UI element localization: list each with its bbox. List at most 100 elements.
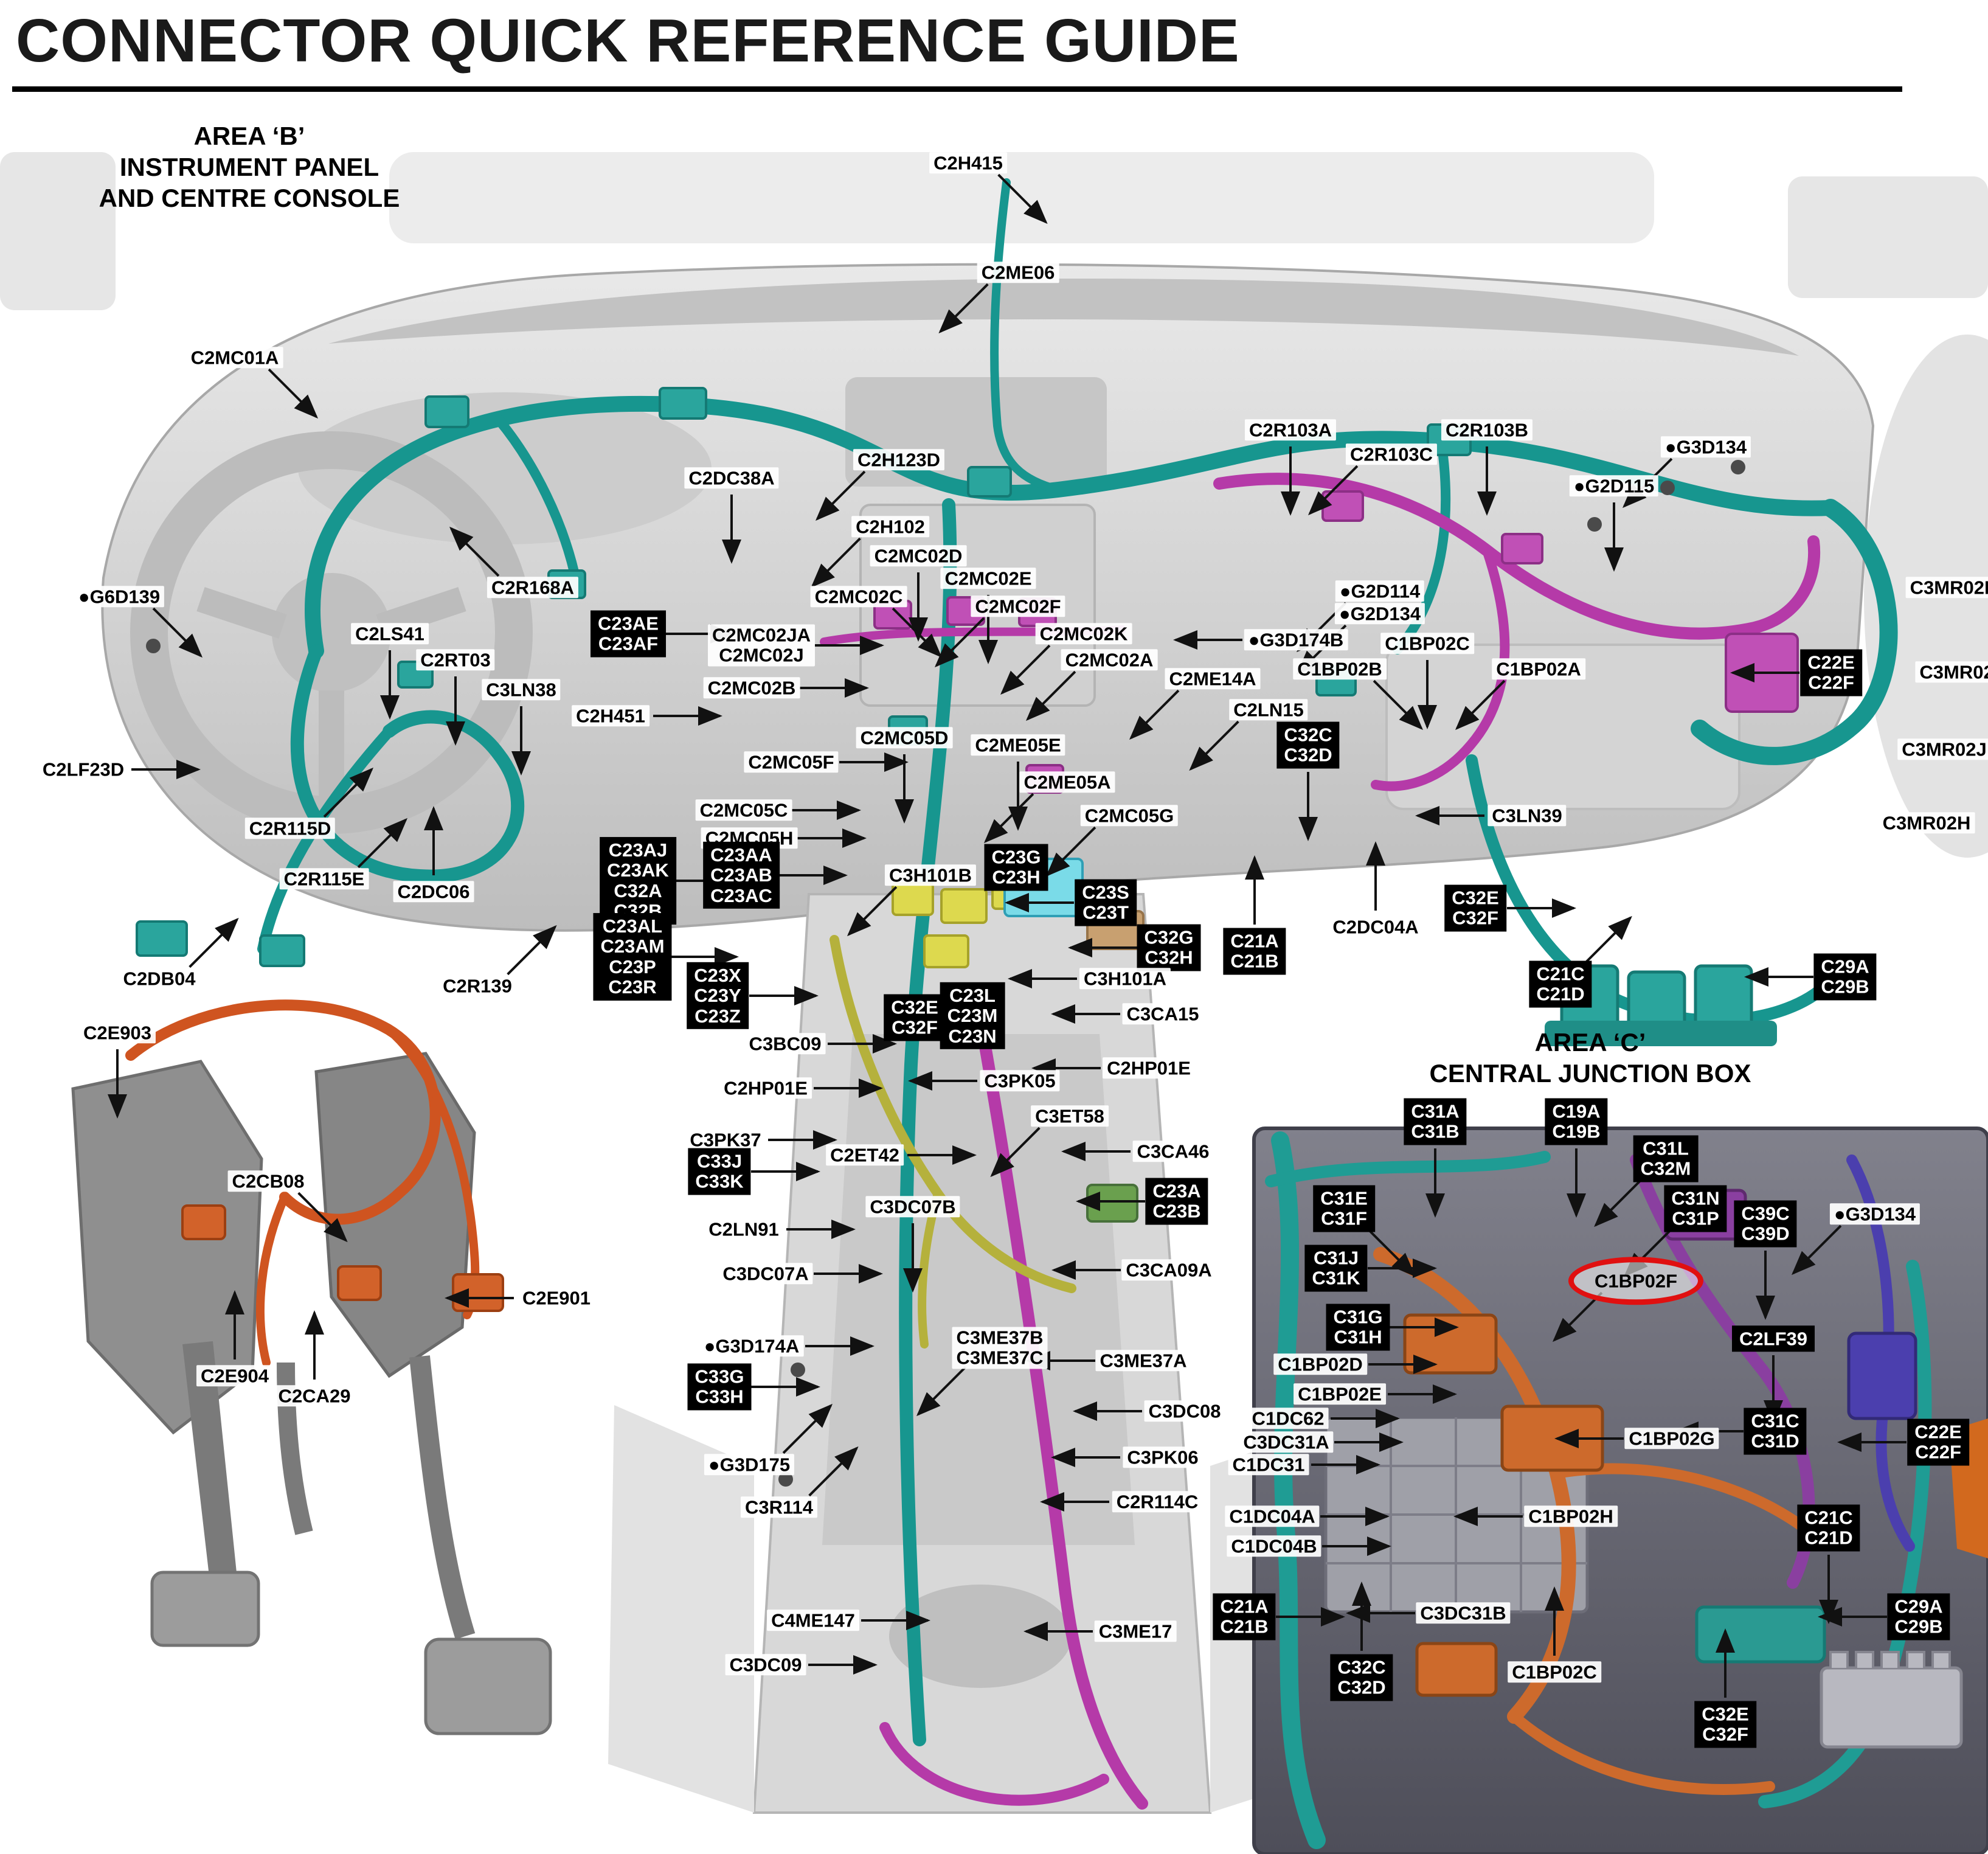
connector-label: ●G2D134 — [1334, 603, 1425, 625]
connector-label: C2R114C — [1112, 1491, 1203, 1513]
connector-label: C1BP02F — [1568, 1257, 1704, 1305]
connector-label: C2DC38A — [684, 467, 779, 489]
connector-label: C2LF23D — [38, 759, 129, 780]
connector-label: C2R115E — [279, 868, 369, 890]
connector-label: C31L C32M — [1633, 1135, 1699, 1182]
connector-label: C3DC31B — [1416, 1602, 1511, 1624]
connector-label: C2MC05F — [744, 751, 839, 773]
connector-label: ●G2D115 — [1569, 475, 1659, 497]
connector-label: C1BP02A — [1492, 658, 1585, 680]
connector-label: C1DC62 — [1247, 1408, 1329, 1429]
connector-label: C2R139 — [438, 975, 516, 997]
connector-label: C2MC05G — [1080, 805, 1179, 827]
connector-label: C2MC02F — [971, 595, 1065, 617]
connector-label: ●G3D174A — [699, 1335, 804, 1357]
connector-label: C29A C29B — [1813, 953, 1877, 1001]
connector-label: C2MC02E — [940, 568, 1036, 589]
connector-label: C3CA15 — [1122, 1003, 1204, 1025]
connector-label: C2MC02K — [1035, 623, 1132, 645]
connector-label: C2DC04A — [1328, 916, 1423, 938]
connector-label: C3CA46 — [1132, 1141, 1214, 1162]
connector-label: C2E903 — [78, 1022, 156, 1044]
connector-label: C3ME37A — [1095, 1350, 1191, 1372]
steering-wheel — [130, 431, 533, 834]
connector-label: C3PK37 — [685, 1129, 766, 1151]
connector-label: C2R168A — [487, 577, 579, 599]
connector-label: C3DC08 — [1144, 1400, 1225, 1422]
connector-label: C23AA C23AB C23AC — [703, 841, 780, 909]
connector-label: C3DC07B — [865, 1196, 960, 1218]
connector-label: C23G C23H — [984, 844, 1048, 891]
pedal-connectors — [181, 1204, 504, 1312]
connector-label: C32C C32D — [1276, 721, 1340, 769]
area-heading-line: AREA ‘C’ — [1534, 1028, 1646, 1057]
connector-label: C23S C23T — [1075, 879, 1137, 926]
connector-label: C1BP02G — [1624, 1428, 1719, 1450]
connector-label: C2R103C — [1345, 443, 1438, 465]
connector-label: C3DC07A — [718, 1263, 813, 1285]
connector-label: C31C C31D — [1744, 1408, 1807, 1455]
connector-label: C33J C33K — [688, 1148, 751, 1195]
connector-label: C2CA29 — [274, 1385, 355, 1407]
connector-label: C3CA09A — [1121, 1259, 1216, 1281]
connector-label: C3PK06 — [1123, 1446, 1203, 1468]
connector-label: C2ME05A — [1019, 771, 1115, 793]
connector-label: C33G C33H — [687, 1363, 752, 1411]
connector-label: C1DC04A — [1225, 1505, 1320, 1527]
connector-label: C23L C23M C23N — [940, 982, 1005, 1050]
connector-label: C2ME14A — [1165, 668, 1261, 690]
connector-label: C31A C31B — [1404, 1098, 1467, 1145]
connector-label: C3R114 — [740, 1496, 818, 1518]
connector-label: C21A C21B — [1223, 928, 1286, 975]
connector-label: C3DC09 — [725, 1654, 806, 1676]
connector-label: C19A C19B — [1545, 1098, 1608, 1145]
area-heading-line: CENTRAL JUNCTION BOX — [1429, 1059, 1751, 1088]
connector-label: ●G6D139 — [74, 586, 165, 608]
connector-label: C2LN91 — [704, 1218, 783, 1240]
connector-label: ●G3D134 — [1660, 436, 1751, 458]
connector-label: C3MR02J — [1897, 738, 1988, 760]
connector-label: C1BP02E — [1294, 1383, 1386, 1405]
area-c-heading: AREA ‘C’ CENTRAL JUNCTION BOX — [1417, 1027, 1764, 1089]
connector-label: C2H123D — [853, 449, 945, 471]
connector-label: C2MC02C — [810, 586, 907, 608]
connector-label: C2R103B — [1441, 419, 1533, 441]
connector-label: C2MC02A — [1061, 649, 1158, 671]
connector-label: C3ME37B C3ME37C — [952, 1327, 1048, 1369]
connector-label: C32E C32F — [1444, 884, 1506, 932]
connector-label: C1DC04B — [1227, 1535, 1321, 1557]
connector-label: C31G C31H — [1326, 1304, 1390, 1351]
connector-label: C29A C29B — [1887, 1593, 1950, 1640]
area-b-heading: AREA ‘B’ INSTRUMENT PANEL AND CENTRE CON… — [79, 120, 420, 214]
connector-label: C2R103A — [1244, 419, 1337, 441]
connector-label: C2CB08 — [227, 1170, 309, 1192]
connector-label: C32G C32H — [1137, 924, 1201, 971]
connector-label: C23A C23B — [1145, 1178, 1208, 1225]
connector-label: C2ME06 — [977, 262, 1059, 283]
connector-label: C31N C31P — [1664, 1185, 1727, 1232]
connector-label: C22E C22F — [1800, 649, 1862, 696]
connector-label: C3ME17 — [1094, 1620, 1177, 1642]
connector-label: C2H451 — [572, 705, 649, 727]
connector-label: C31J C31K — [1304, 1245, 1368, 1292]
connector-label: C32E C32F — [884, 994, 946, 1041]
connector-label: C23AE C23AF — [591, 610, 666, 658]
connector-label: C2ME05E — [971, 734, 1065, 756]
connector-label: C3MR02L — [1915, 661, 1988, 683]
connector-label: C32E C32F — [1694, 1701, 1756, 1748]
connector-label: C2HP01E — [719, 1077, 812, 1099]
connector-label: C2E904 — [196, 1365, 274, 1387]
connector-label: ●G3D134 — [1829, 1203, 1920, 1225]
connector-label: C2H102 — [851, 516, 929, 538]
connector-label: C3LN38 — [482, 679, 561, 701]
connector-label: C21A C21B — [1213, 1593, 1276, 1640]
connector-label: ●G2D114 — [1335, 580, 1425, 602]
connector-label: C3H101B — [884, 864, 977, 886]
connector-label: C1BP02C — [1508, 1661, 1601, 1683]
connector-label: C2MC02JA C2MC02J — [708, 624, 815, 667]
connector-label: C3MR02H — [1878, 812, 1975, 834]
connector-label: C2LN15 — [1229, 699, 1308, 721]
page-title: CONNECTOR QUICK REFERENCE GUIDE — [16, 7, 1240, 75]
